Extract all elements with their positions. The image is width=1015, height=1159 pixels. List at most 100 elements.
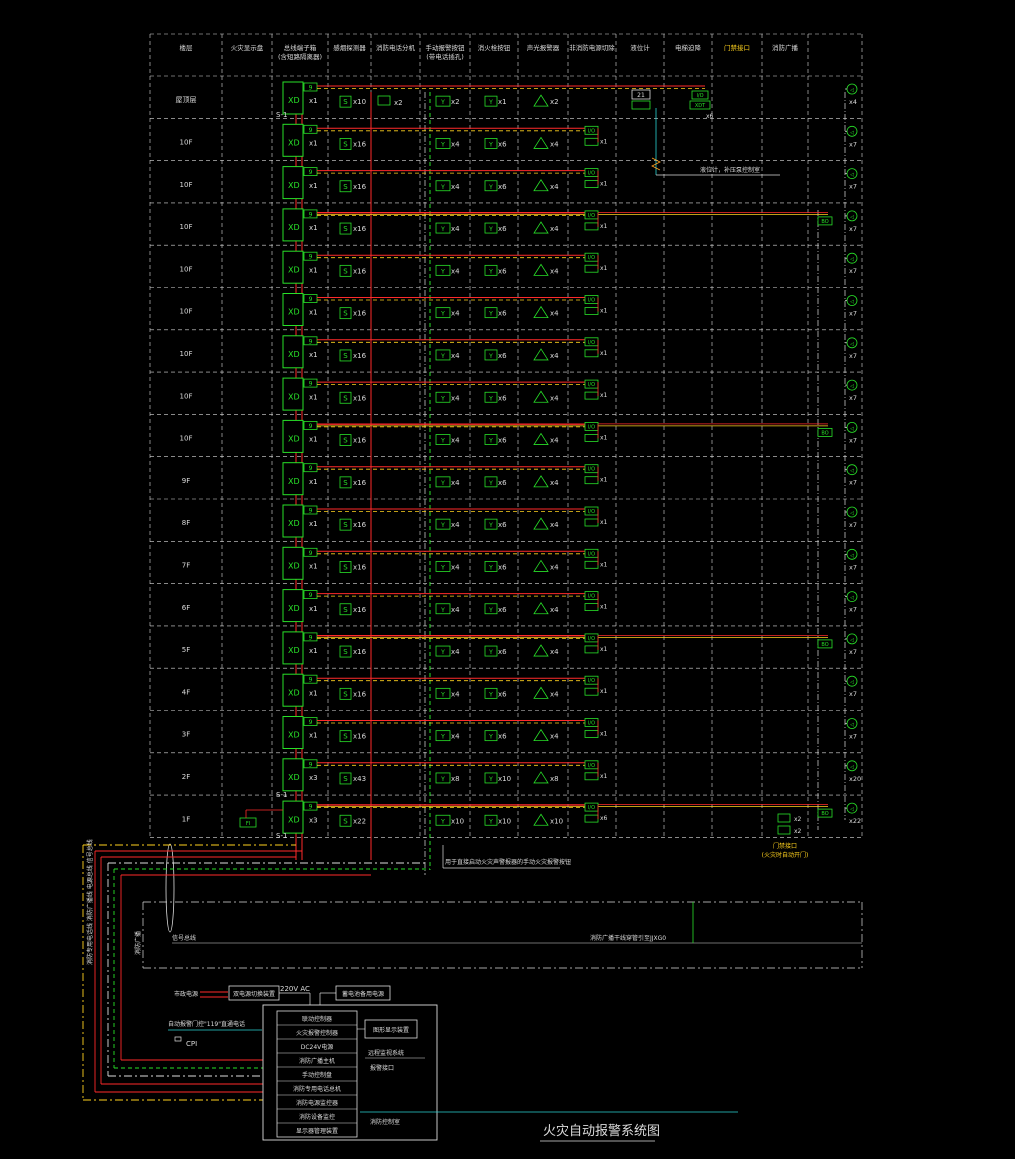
terminal-box bbox=[282, 419, 304, 453]
hydrant-button-symbol bbox=[484, 95, 498, 107]
isolator-mark: 9 bbox=[309, 465, 313, 472]
isolator-symbol bbox=[303, 759, 318, 769]
floor-label: 10F bbox=[180, 350, 193, 358]
smoke-detector-glyph: S bbox=[343, 648, 348, 656]
manual-count: x4 bbox=[451, 352, 460, 360]
terminal-box-label: XD bbox=[288, 688, 300, 697]
column-header: 消防广播 bbox=[772, 43, 799, 52]
smoke-count: x16 bbox=[353, 267, 367, 275]
manual-button-glyph: Y bbox=[440, 776, 445, 783]
terminal-box bbox=[282, 462, 304, 496]
hydrant-count: x6 bbox=[498, 267, 507, 275]
smoke-count: x16 bbox=[353, 437, 367, 445]
sounder-symbol bbox=[533, 602, 549, 615]
sounder-count: x4 bbox=[550, 352, 559, 360]
smoke-detector-glyph: S bbox=[343, 267, 348, 275]
manual-count: x4 bbox=[451, 267, 460, 275]
broadcast-main-note: 消防广播干线穿管引至JJXG0 bbox=[590, 934, 666, 942]
floor-label: 10F bbox=[180, 435, 193, 443]
smoke-count: x16 bbox=[353, 140, 367, 148]
terminal-box-label: XD bbox=[288, 96, 300, 105]
sounder-count: x4 bbox=[550, 394, 559, 402]
hydrant-count: x6 bbox=[498, 606, 507, 614]
cut-count: x1 bbox=[600, 434, 608, 441]
hydrant-button-glyph: Y bbox=[488, 564, 493, 571]
phone-symbol bbox=[377, 95, 391, 106]
sounder-count: x4 bbox=[550, 648, 559, 656]
hydrant-button-symbol bbox=[484, 814, 498, 826]
sounder-count: x4 bbox=[550, 521, 559, 529]
terminal-box-label: XD bbox=[288, 731, 300, 740]
control-room-label: 消防控制室 bbox=[370, 1118, 400, 1126]
hydrant-button-glyph: Y bbox=[488, 818, 493, 825]
door-note: (火灾时自动开门) bbox=[762, 851, 809, 859]
speaker-glyph: ◁ bbox=[850, 637, 854, 643]
manual-button-symbol bbox=[435, 603, 451, 615]
hydrant-button-glyph: Y bbox=[488, 268, 493, 275]
sounder-count: x2 bbox=[550, 98, 559, 106]
floor-label: 1F bbox=[182, 815, 190, 823]
cut-count: x1 bbox=[600, 350, 608, 357]
sounder-symbol bbox=[533, 263, 549, 276]
sounder-count: x4 bbox=[550, 690, 559, 698]
module-count: x1 bbox=[309, 266, 318, 274]
sounder-symbol bbox=[533, 179, 549, 192]
speaker-count: x7 bbox=[849, 563, 857, 571]
terminal-box bbox=[282, 631, 304, 665]
hydrant-count: x10 bbox=[498, 775, 511, 783]
sounder-symbol bbox=[533, 517, 549, 530]
io-module-glyph: I/O bbox=[588, 763, 595, 769]
speaker-glyph: ◁ bbox=[850, 511, 854, 517]
floor-label: 5F bbox=[182, 646, 190, 654]
terminal-box bbox=[282, 81, 304, 115]
isolator-symbol bbox=[303, 378, 318, 388]
module-count: x1 bbox=[309, 97, 318, 105]
smoke-count: x16 bbox=[353, 352, 367, 360]
isolator-symbol bbox=[303, 463, 318, 473]
io-module-glyph: I/O bbox=[588, 171, 595, 177]
control-row-label: 消防设备监控 bbox=[299, 1113, 335, 1121]
sounder-symbol bbox=[533, 348, 549, 361]
speaker-count: x20 bbox=[849, 775, 861, 783]
terminal-box bbox=[282, 377, 304, 411]
fire-display-glyph: FI bbox=[246, 821, 250, 827]
smoke-detector-glyph: S bbox=[343, 606, 348, 614]
module-count: x1 bbox=[309, 393, 318, 401]
smoke-detector-glyph: S bbox=[343, 352, 348, 360]
level-gauge-symbol bbox=[631, 89, 651, 100]
sounder-symbol bbox=[533, 390, 549, 403]
manual-button-symbol bbox=[435, 391, 451, 403]
bo-module-glyph: BO bbox=[821, 430, 828, 436]
hydrant-button-glyph: Y bbox=[488, 141, 493, 148]
column-header: (带电话插孔) bbox=[426, 52, 464, 61]
smoke-detector-glyph: S bbox=[343, 690, 348, 698]
floor-label: 10F bbox=[180, 308, 193, 316]
speaker-glyph: ◁ bbox=[850, 680, 854, 686]
hydrant-button-glyph: Y bbox=[488, 184, 493, 191]
manual-count: x4 bbox=[451, 140, 460, 148]
manual-button-glyph: Y bbox=[440, 395, 445, 402]
floor-label: 10F bbox=[180, 181, 193, 189]
io-module-glyph: I/O bbox=[588, 551, 595, 557]
speaker-glyph: ◁ bbox=[850, 88, 854, 94]
floor-label: 3F bbox=[182, 731, 190, 739]
column-header: 感烟探测器 bbox=[333, 43, 366, 52]
smoke-detector-glyph: S bbox=[343, 98, 348, 106]
column-header: 非消防电源切除 bbox=[569, 43, 615, 52]
cut-count: x1 bbox=[600, 138, 608, 145]
s1-label: S-1 bbox=[276, 832, 287, 840]
manual-button-symbol bbox=[435, 518, 451, 530]
smoke-count: x16 bbox=[353, 690, 367, 698]
isolator-symbol bbox=[303, 420, 318, 430]
manual-count: x4 bbox=[451, 310, 460, 318]
isolator-symbol bbox=[303, 505, 318, 515]
door-count: x2 bbox=[794, 816, 802, 823]
speaker-count: x7 bbox=[849, 521, 857, 529]
io-module-glyph: I/O bbox=[588, 213, 595, 219]
bo-module-symbol bbox=[817, 639, 833, 649]
hydrant-button-glyph: Y bbox=[488, 522, 493, 529]
isolator-symbol bbox=[303, 124, 318, 134]
smoke-count: x16 bbox=[353, 606, 367, 614]
cable-bundle-ellipse bbox=[165, 843, 175, 933]
sounder-count: x4 bbox=[550, 733, 559, 741]
